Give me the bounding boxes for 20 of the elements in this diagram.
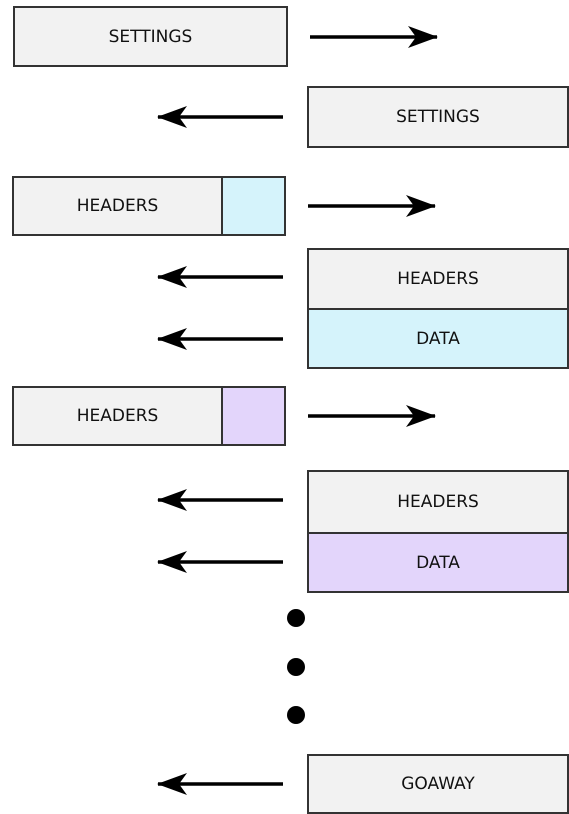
frame-segment (221, 176, 286, 236)
frame-box (307, 754, 569, 814)
frame-label: SETTINGS (108, 26, 192, 46)
frame-label: GOAWAY (401, 774, 475, 794)
frame-box (12, 176, 223, 236)
frame-label: HEADERS (397, 492, 479, 512)
frame-box (307, 470, 569, 534)
frame-label: HEADERS (76, 406, 158, 426)
frame-box (13, 6, 288, 67)
frame-box (307, 86, 569, 148)
frame-box (307, 308, 569, 369)
frame-label: HEADERS (397, 269, 479, 289)
frame-label: SETTINGS (396, 107, 480, 127)
frame-label: DATA (416, 552, 460, 572)
frame-label: DATA (416, 328, 460, 348)
frame-box (307, 248, 569, 310)
frame-box (307, 532, 569, 593)
frame-box (12, 386, 223, 446)
frame-segment (221, 386, 286, 446)
frame-label: HEADERS (76, 196, 158, 216)
